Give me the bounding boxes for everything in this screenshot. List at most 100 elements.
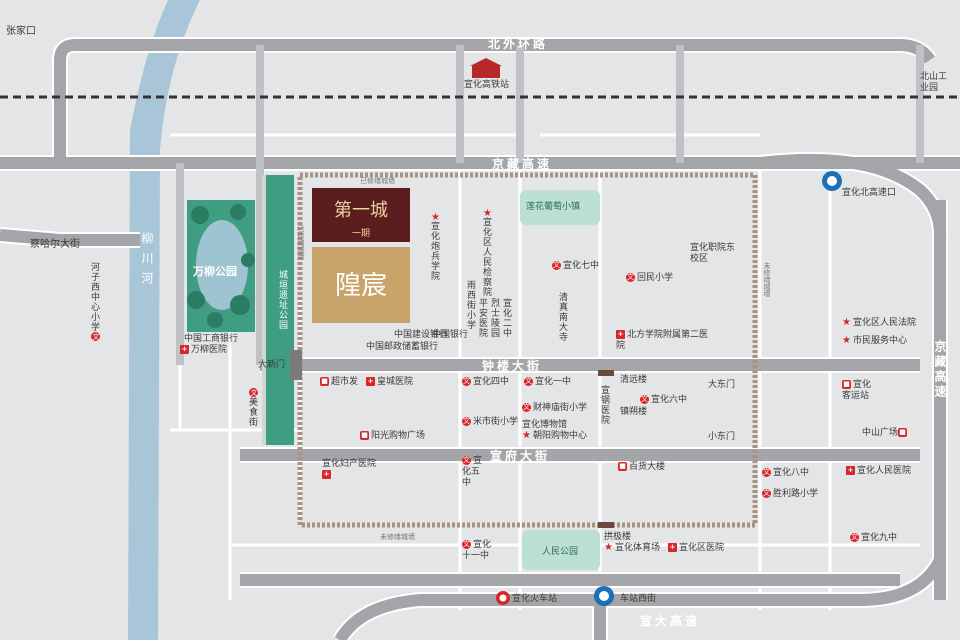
school-icon: 文	[552, 261, 561, 270]
poi-no5[interactable]: 文宣化五中	[462, 456, 483, 488]
project-sub1: 一期	[351, 229, 370, 239]
hospital-icon: +	[322, 470, 331, 479]
poi-ccb[interactable]: 中国建设银行	[394, 330, 449, 340]
renmin-park-area	[522, 530, 600, 570]
poi-jianchayuan[interactable]: ★宣化区人民检察院	[481, 208, 493, 297]
bus-icon: ■	[842, 380, 851, 389]
hospital-icon: +	[668, 543, 677, 552]
poi-chaoshifa[interactable]: ■超市发	[320, 377, 359, 387]
poi-huangcheng-hospital[interactable]: +皇城医院	[366, 377, 414, 387]
poi-huimin[interactable]: 文回民小学	[626, 273, 674, 283]
school-icon: 文	[626, 273, 635, 282]
poi-baihuo[interactable]: ■百货大楼	[618, 462, 666, 472]
star-icon: ★	[842, 335, 851, 346]
poi-zhiye[interactable]: 宣化职院东校区	[690, 243, 736, 264]
poi-zhongshan[interactable]: 中山广场■	[862, 428, 908, 438]
project-huangchen[interactable]: 隍宸	[312, 247, 410, 323]
poi-qingzhen[interactable]: 清真南大寺	[557, 292, 567, 342]
star-icon: ★	[430, 212, 441, 224]
poi-yangguang[interactable]: ■阳光购物广场	[360, 431, 426, 441]
river-label: 柳川河	[140, 232, 154, 292]
school-icon: 文	[91, 332, 100, 341]
shop-icon: ■	[320, 377, 329, 386]
poi-xiaodongmen[interactable]: 小东门	[708, 432, 736, 442]
shop-icon: ■	[618, 462, 627, 471]
star-icon: ★	[842, 317, 851, 328]
poi-wanliu-hospital[interactable]: +万柳医院	[180, 345, 228, 355]
hospital-icon: +	[846, 466, 855, 475]
road-xuanda: 宣大高速	[640, 614, 701, 628]
star-icon: ★	[604, 542, 613, 553]
poi-meishijie[interactable]: 文美食街	[247, 388, 258, 427]
poi-zizixi[interactable]: 河子西中心小学文	[89, 262, 100, 341]
poi-daxinmen[interactable]: 大新门	[258, 360, 286, 370]
poi-quyiyuan[interactable]: +宣化区医院	[668, 543, 725, 553]
school-icon: 文	[522, 403, 531, 412]
poi-shengli[interactable]: 文胜利路小学	[762, 489, 819, 499]
wall-label-east: 未修缮城墙	[763, 262, 771, 297]
poi-mishi[interactable]: 文米市街小学	[462, 417, 519, 427]
hospital-icon: +	[366, 377, 375, 386]
school-icon: 文	[762, 489, 771, 498]
poi-yuxi[interactable]: 雨西街小学	[465, 280, 475, 330]
food-icon: 文	[249, 388, 258, 397]
road-jingzang-vertical: 京藏高速	[933, 340, 947, 400]
poi-paobing[interactable]: ★宣化炮兵学院	[429, 212, 441, 281]
chengyuan-park-label: 城垣遗址公园	[277, 270, 287, 330]
poi-bowuguan[interactable]: 宣化博物馆	[522, 420, 568, 430]
poi-no7[interactable]: 文宣化七中	[552, 261, 600, 271]
project-phase1[interactable]: 第一城 一期	[312, 188, 410, 242]
school-icon: 文	[640, 395, 649, 404]
poi-boc[interactable]: 中国银行	[432, 330, 469, 340]
wall-label-north: 已修缮城墙	[360, 177, 395, 185]
poi-tiyuchang[interactable]: ★宣化体育场	[604, 542, 661, 554]
poi-pingan[interactable]: 平安医院	[477, 298, 487, 338]
school-icon: 文	[462, 377, 471, 386]
poi-no4[interactable]: 文宣化四中	[462, 377, 510, 387]
poi-renmin-hospital[interactable]: +宣化人民医院	[846, 466, 912, 476]
poi-fuchen[interactable]: 宣化妇产医院+	[322, 459, 377, 479]
road-north-ring: 北外环路	[488, 37, 549, 51]
wall-label-south: 未修缮城墙	[380, 533, 415, 541]
poi-postal[interactable]: 中国邮政储蓄银行	[366, 342, 439, 352]
poi-chezhanxi[interactable]: 车站西街	[620, 594, 657, 604]
poi-chaoyang[interactable]: ★朝阳购物中心	[522, 430, 588, 442]
poi-fayuan[interactable]: ★宣化区人民法院	[842, 317, 917, 329]
school-icon: 文	[462, 540, 471, 549]
poi-icbc[interactable]: 中国工商银行	[184, 334, 239, 344]
poi-xuanhua2[interactable]: 宣化二中	[501, 298, 511, 338]
school-icon: 文	[524, 377, 533, 386]
road-chahaer: 察哈尔大街	[30, 239, 80, 250]
project-name2: 隍宸	[334, 271, 387, 301]
poi-beifang[interactable]: +北方学院附属第二医院	[616, 330, 709, 351]
poi-dadongmen[interactable]: 大东门	[708, 380, 736, 390]
lianhua-park-area	[520, 190, 600, 225]
poi-no11[interactable]: 文宣化十一中	[462, 540, 492, 561]
poi-no9[interactable]: 文宣化九中	[850, 533, 898, 543]
green-belt	[266, 175, 294, 445]
wanliu-park-label: 万柳公园	[193, 265, 237, 278]
poi-no8[interactable]: 文宣化八中	[762, 468, 810, 478]
school-icon: 文	[462, 456, 471, 465]
poi-caishen[interactable]: 文财神庙街小学	[522, 403, 588, 413]
road-xuanfu: 宣府大街	[490, 449, 551, 463]
poi-gongji[interactable]: 拱极楼	[604, 532, 632, 542]
school-icon: 文	[462, 417, 471, 426]
poi-keyun[interactable]: ■宣化客运站	[842, 380, 872, 401]
school-icon: 文	[762, 468, 771, 477]
star-icon: ★	[482, 208, 493, 220]
road-zhonglou: 钟楼大街	[482, 359, 543, 373]
poi-no6[interactable]: 文宣化六中	[640, 395, 688, 405]
poi-shimin[interactable]: ★市民服务中心	[842, 335, 908, 347]
poi-qingyuan[interactable]: 清远楼	[620, 375, 648, 385]
poi-no1[interactable]: 文宣化一中	[524, 377, 572, 387]
lianhua-park-label: 莲花葡萄小镇	[526, 202, 581, 212]
poi-huochezhan[interactable]: 宣化火车站	[512, 594, 558, 604]
poi-beigaosu[interactable]: 宣化北高速口	[842, 188, 897, 198]
poi-zhenshuo[interactable]: 镇朔楼	[620, 407, 648, 417]
poi-gaotiezhan[interactable]: 宣化高铁站	[464, 80, 510, 90]
poi-gangyiyuan[interactable]: 宣钢医院	[599, 385, 609, 425]
road-jingzang: 京藏高速	[492, 157, 553, 171]
poi-lieshi[interactable]: 烈士陵园	[489, 298, 499, 338]
